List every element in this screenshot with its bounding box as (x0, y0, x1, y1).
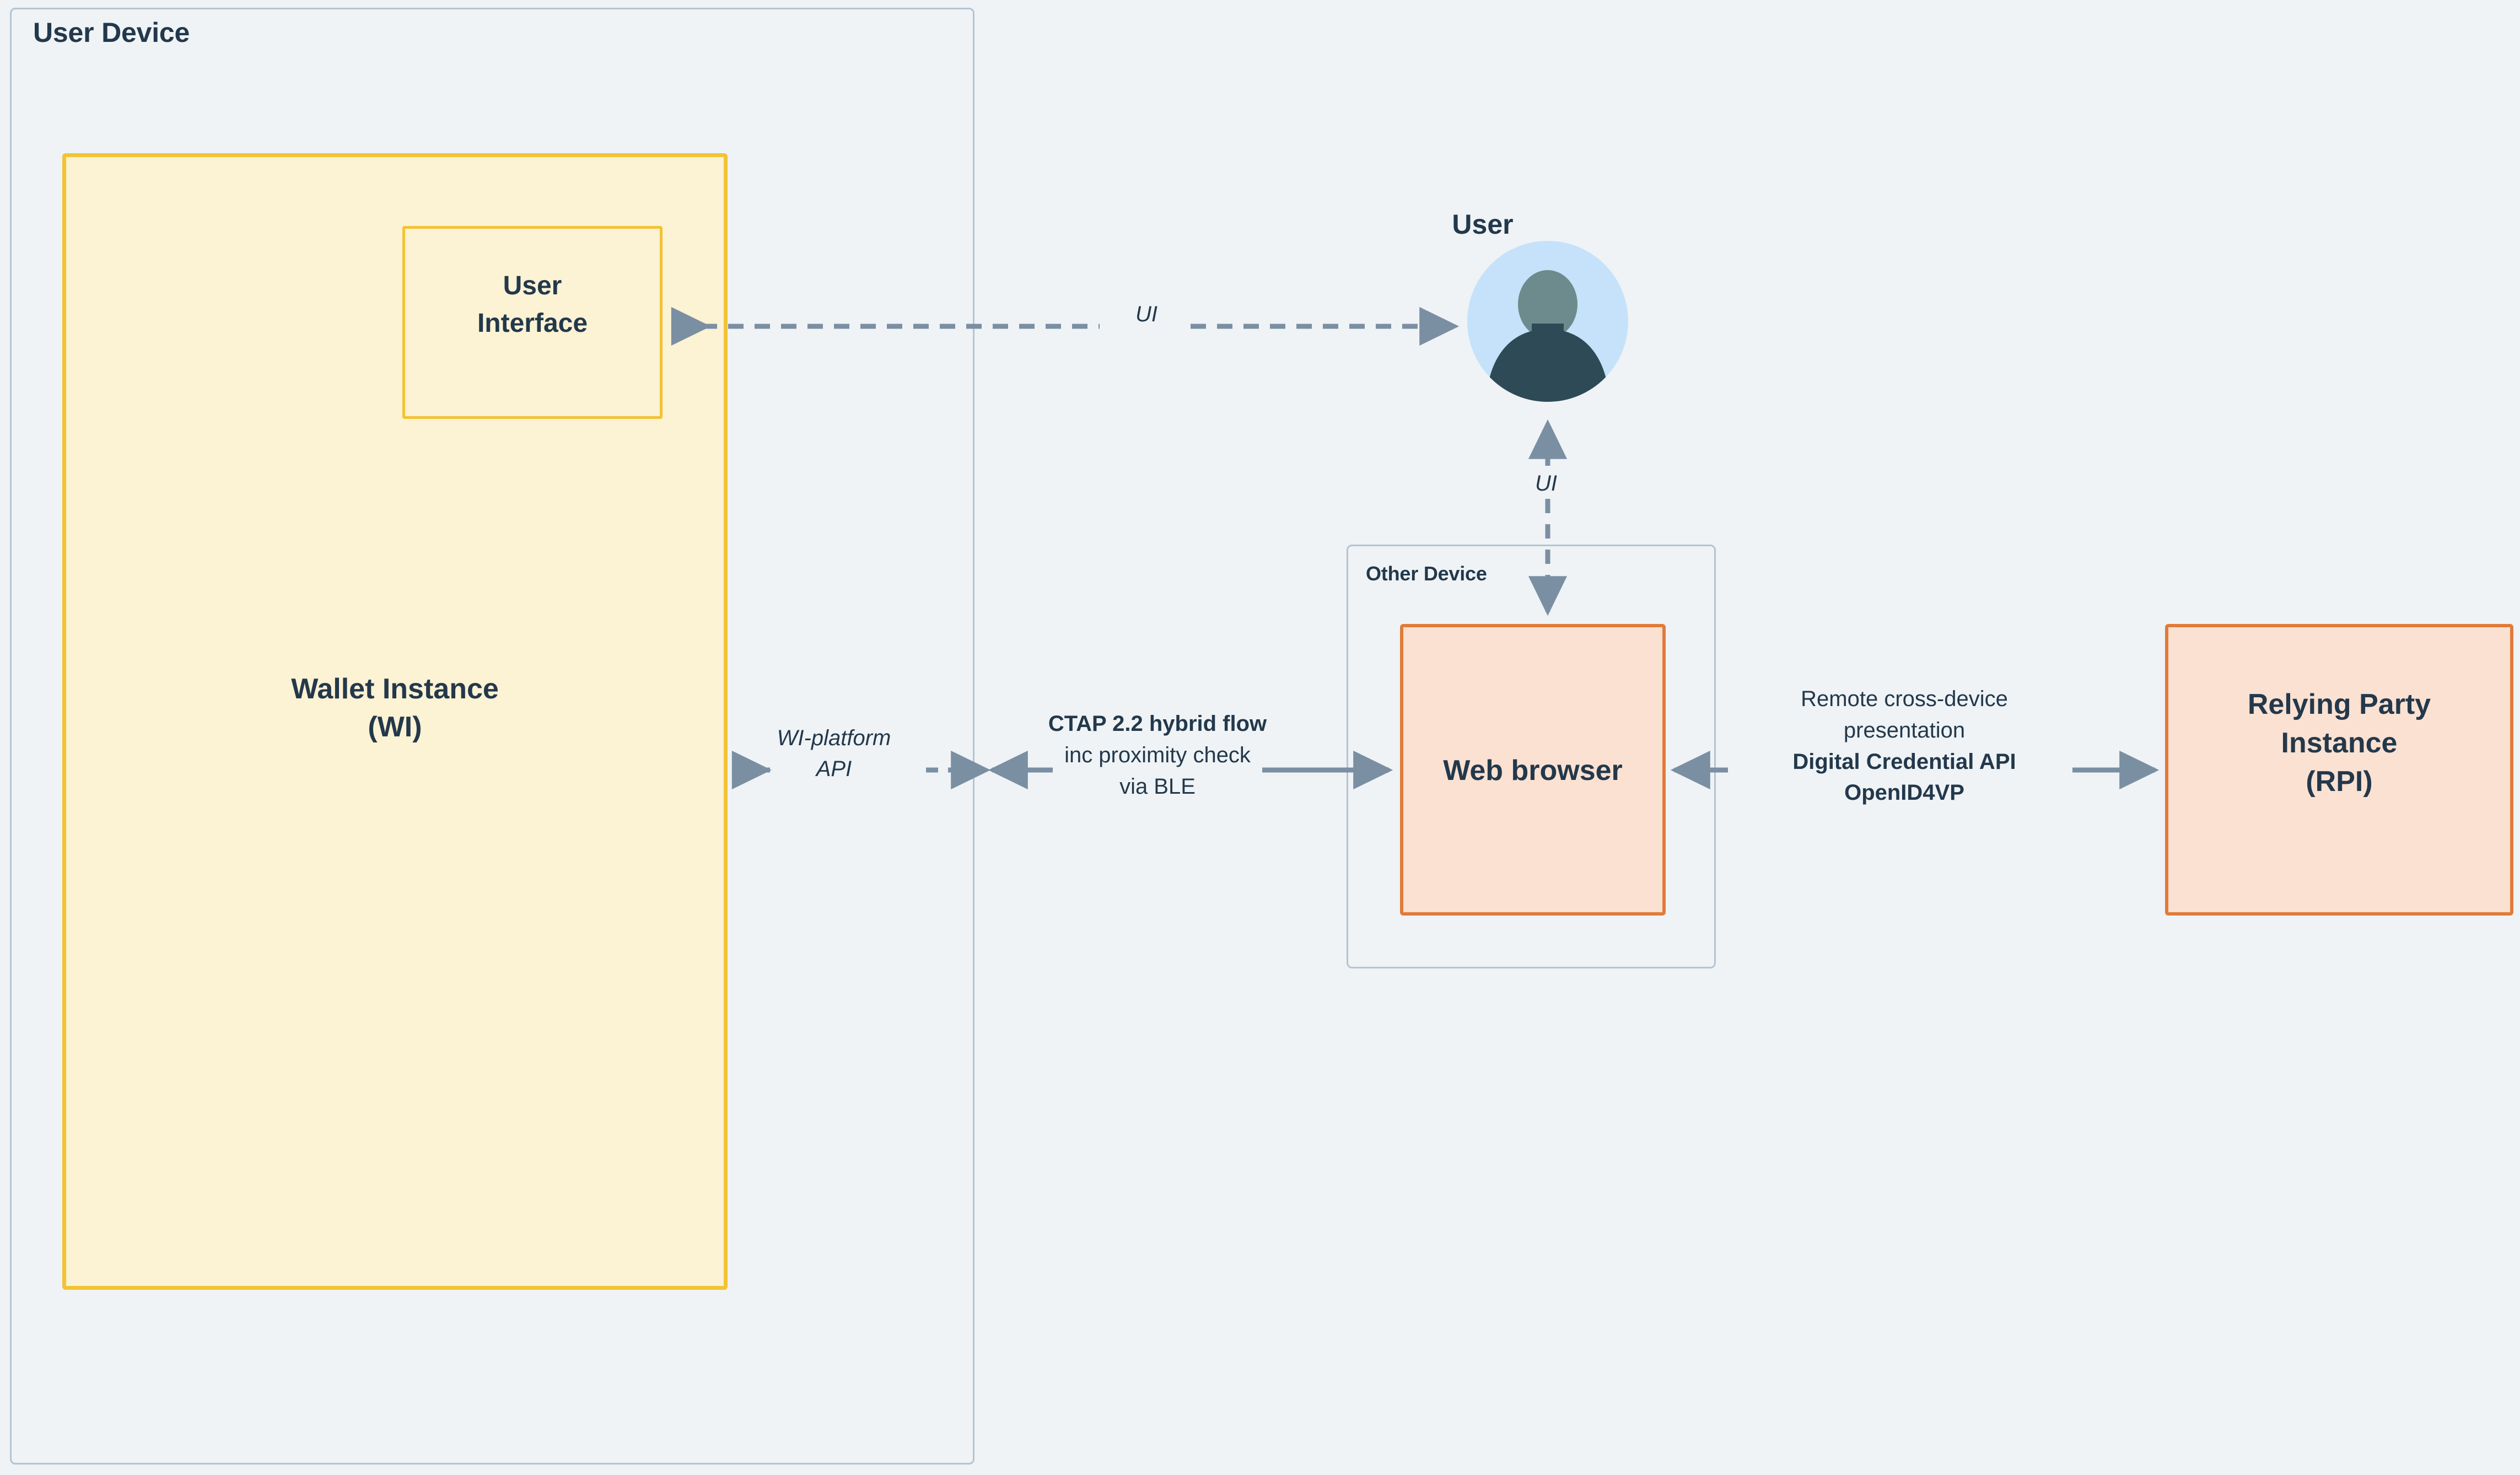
user-interface-label-line2: Interface (477, 309, 588, 338)
connector-label-ctap-hybrid: CTAP 2.2 hybrid flow inc proximity check… (1009, 708, 1306, 802)
connector-label-remote-cross-device: Remote cross-device presentation Digital… (1733, 683, 2075, 809)
web-browser-label: Web browser (1443, 755, 1623, 787)
wallet-instance-label: Wallet Instance (WI) (62, 670, 728, 746)
other-device-container (1347, 545, 1716, 968)
other-device-title: Other Device (1366, 562, 1487, 585)
user-actor-label: User (1452, 209, 1514, 240)
remote-line3: Digital Credential API (1792, 749, 2016, 774)
wi-platform-api-line1: WI-platform (777, 726, 891, 750)
relying-party-box (2165, 624, 2513, 916)
relying-party-label-line1: Relying Party (2247, 688, 2431, 720)
connector-label-ui-wallet-user: UI (1135, 302, 1157, 326)
web-browser-box (1400, 624, 1666, 916)
remote-line4: OpenID4VP (1844, 780, 1964, 805)
remote-line1: Remote cross-device (1801, 687, 2008, 711)
relying-party-label: Relying Party Instance (RPI) (2165, 685, 2513, 801)
user-interface-label: User Interface (402, 267, 663, 342)
connector-label-ui-user-browser: UI (1535, 471, 1557, 496)
remote-line2: presentation (1843, 718, 1966, 742)
ctap-line1: CTAP 2.2 hybrid flow (1048, 712, 1267, 736)
connector-label-wi-platform-api: WI-platform API (743, 723, 925, 784)
user-interface-box (402, 226, 663, 419)
user-device-container (10, 8, 974, 1465)
user-device-title: User Device (33, 17, 190, 48)
wallet-instance-box (62, 153, 728, 1290)
wallet-instance-label-line2: (WI) (368, 710, 422, 743)
relying-party-label-line3: (RPI) (2306, 766, 2373, 798)
user-interface-label-line1: User (503, 271, 562, 300)
ctap-line3: via BLE (1119, 774, 1196, 799)
wallet-instance-label-line1: Wallet Instance (291, 673, 499, 705)
wi-platform-api-line2: API (816, 757, 852, 781)
ctap-line2: inc proximity check (1064, 742, 1251, 767)
relying-party-label-line2: Instance (2281, 727, 2398, 760)
user-avatar-icon (1467, 241, 1628, 402)
